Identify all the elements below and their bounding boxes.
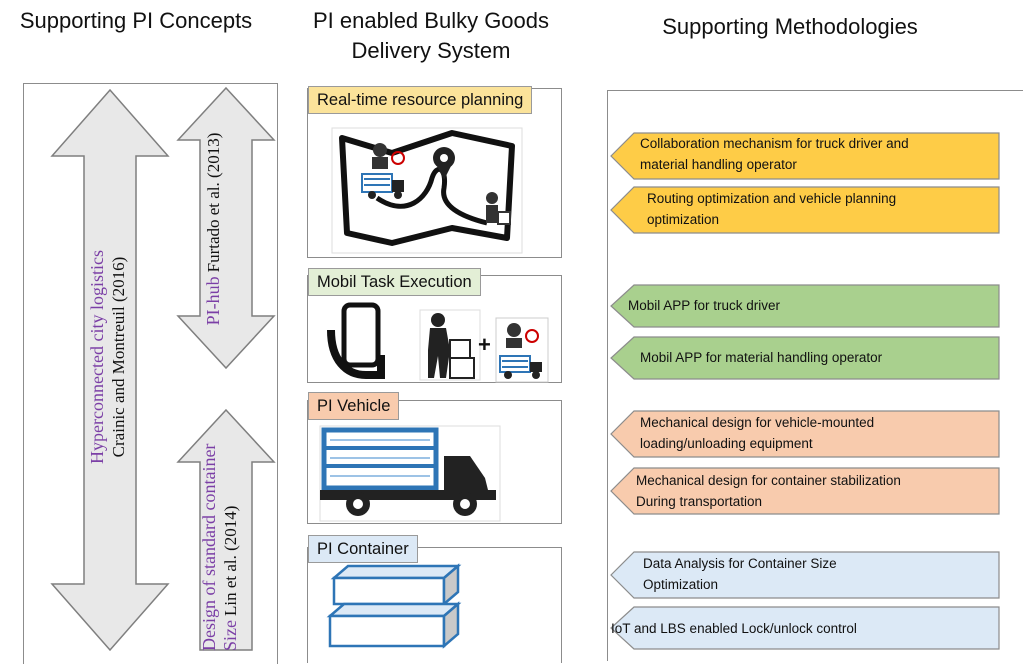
method-arrow-stabilization <box>610 467 1000 515</box>
right-column-header: Supporting Methodologies <box>662 14 918 39</box>
concept-pi-hub-text: PI-hub Furtado et al. (2013) <box>203 96 249 362</box>
stacked-containers-icon <box>326 563 462 649</box>
method-arrow-operator-app <box>610 336 1000 380</box>
concept-container-citation: Lin et al. (2014) <box>221 505 240 616</box>
plus-sign: + <box>478 332 491 357</box>
worker-boxes-icon <box>419 309 481 381</box>
driver-truck-icon <box>495 317 549 383</box>
concept-container-title: Design of standard container <box>199 443 219 651</box>
concept-container-text: Design of standard container Size Lin et… <box>199 411 245 651</box>
concept-pi-hub-title: PI-hub <box>203 276 223 326</box>
middle-column-header-line1: PI enabled Bulky Goods <box>312 8 550 33</box>
method-stabilization-text: Mechanical design for container stabiliz… <box>636 473 901 509</box>
method-arrow-collab <box>610 132 1000 180</box>
method-arrow-routing <box>610 186 1000 234</box>
middle-column-header-line2: Delivery System <box>351 38 511 63</box>
method-arrow-lock-control <box>610 606 1000 650</box>
method-arrow-size-analysis <box>610 551 1000 599</box>
method-lock-control-text: IoT and LBS enabled Lock/unlock control <box>611 621 857 636</box>
method-arrow-loading-equipment <box>610 410 1000 458</box>
module-resource-planning-label: Real-time resource planning <box>308 86 533 114</box>
concept-hyperconnected-text: Hyperconnected city logistics Crainic an… <box>87 157 133 557</box>
concept-hyperconnected-citation: Crainic and Montreuil (2016) <box>109 256 128 458</box>
module-pi-vehicle-label: PI Vehicle <box>308 392 400 420</box>
method-routing-text: Routing optimization and vehicle plannin… <box>647 191 897 227</box>
method-arrow-driver-app <box>610 284 1000 328</box>
concept-hyperconnected-title: Hyperconnected city logistics <box>87 250 107 464</box>
concept-arrow-hyperconnected <box>50 88 170 652</box>
method-collab-text: Collaboration mechanism for truck driver… <box>640 136 909 172</box>
pi-truck-icon <box>319 425 501 522</box>
concept-pi-hub-citation: Furtado et al. (2013) <box>204 132 223 273</box>
concept-arrow-pi-hub <box>176 86 276 370</box>
concept-container-title2: Size <box>220 620 240 651</box>
concept-arrow-container-design <box>176 408 276 651</box>
smartphone-icon <box>326 300 396 380</box>
method-driver-app-text: Mobil APP for truck driver <box>628 298 781 313</box>
method-operator-app-text: Mobil APP for material handling operator <box>640 350 883 365</box>
left-column-header: Supporting PI Concepts <box>19 8 253 33</box>
module-task-execution-label: Mobil Task Execution <box>308 268 481 296</box>
module-pi-container-label: PI Container <box>308 535 418 563</box>
map-route-icon <box>331 127 523 254</box>
